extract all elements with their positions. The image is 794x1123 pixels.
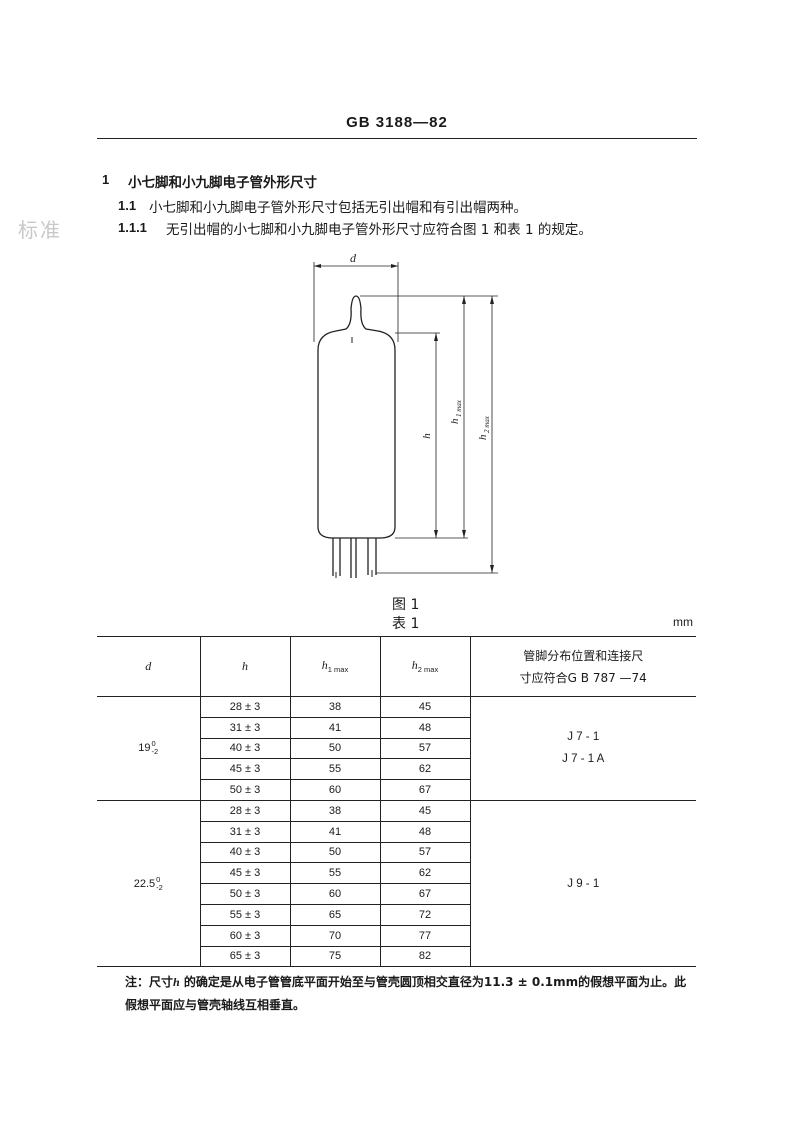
section-number: 1: [102, 172, 110, 187]
h-cell: 40 ± 3: [199, 842, 290, 864]
h-dimension-label: h: [421, 433, 433, 439]
header-h: h: [199, 636, 290, 697]
d-dimension-label: d: [350, 251, 357, 265]
h1max-cell: 50: [289, 738, 380, 760]
h1max-cell: 60: [289, 779, 380, 801]
h-cell: 65 ± 3: [199, 946, 290, 967]
table-row: 40 ± 3 50 57: [97, 842, 696, 864]
table-header-row: d h h1 max h2 max 管脚分布位置和连接尺寸应符合G B 787 …: [97, 636, 696, 697]
h2max-cell: 57: [379, 738, 470, 760]
h2max-cell: 45: [379, 800, 470, 822]
h1max-cell: 41: [289, 717, 380, 739]
note-text: 的确定是从电子管管底平面开始至与管壳圆顶相交直径为11.3 ± 0.1mm的假想…: [125, 975, 687, 1012]
table-row: 45 ± 3 55 62: [97, 758, 696, 781]
h1max-cell: 60: [289, 883, 380, 905]
h1max-cell: 38: [289, 800, 380, 822]
note-prefix: 注：尺寸: [125, 975, 174, 989]
h-cell: 60 ± 3: [199, 925, 290, 947]
h-cell: 50 ± 3: [199, 779, 290, 801]
h-cell: 28 ± 3: [199, 800, 290, 822]
h1max-cell: 75: [289, 946, 380, 967]
table-row: 50 ± 3 60 67: [97, 883, 696, 905]
h1max-cell: 70: [289, 925, 380, 947]
note-symbol: h: [173, 975, 180, 989]
h1max-cell: 38: [289, 696, 380, 718]
header-h2max: h2 max: [379, 636, 470, 697]
paragraph-text: 无引出帽的小七脚和小九脚电子管外形尺寸应符合图 1 和表 1 的规定。: [166, 222, 592, 238]
h2max-cell: 57: [379, 842, 470, 864]
tube-outline-drawing: d h h 1 max h 2 max: [313, 251, 498, 578]
d-cell-group2: 22.50-2: [133, 874, 163, 892]
paragraph-text: 小七脚和小九脚电子管外形尺寸包括无引出帽和有引出帽两种。: [149, 200, 527, 216]
header-d: d: [97, 636, 200, 697]
table-row: 60 ± 3 70 77: [97, 925, 696, 947]
h1max-cell: 50: [289, 842, 380, 864]
h2max-cell: 82: [379, 946, 470, 967]
h1max-cell: 41: [289, 821, 380, 843]
h2max-subscript: 2 max: [483, 415, 491, 433]
h2max-cell: 48: [379, 717, 470, 739]
header-pin-layout: 管脚分布位置和连接尺寸应符合G B 787 —74: [469, 636, 696, 697]
h-cell: 45 ± 3: [199, 862, 290, 885]
paragraph-number: 1.1.1: [118, 220, 147, 235]
table-caption: 表 1: [392, 616, 420, 632]
h-cell: 50 ± 3: [199, 883, 290, 905]
h2max-cell: 67: [379, 883, 470, 905]
h1max-dimension-label: h: [449, 418, 461, 424]
table-row: 22.50-2 28 ± 3 38 45 J 9 - 1: [97, 800, 696, 967]
dimension-table: d h h1 max h2 max 管脚分布位置和连接尺寸应符合G B 787 …: [97, 636, 696, 968]
section-title: 小七脚和小九脚电子管外形尺寸: [128, 175, 317, 191]
paragraph-number: 1.1: [118, 198, 137, 213]
table-row: 45 ± 3 55 62: [97, 862, 696, 885]
table-note: 注：尺寸h 的确定是从电子管管底平面开始至与管壳圆顶相交直径为11.3 ± 0.…: [125, 971, 695, 1017]
pins-cell-group2: J 9 - 1: [469, 800, 696, 967]
table-row: 65 ± 3 75 82: [97, 946, 696, 967]
h2max-cell: 72: [379, 904, 470, 926]
h-cell: 28 ± 3: [199, 696, 290, 718]
h-cell: 40 ± 3: [199, 738, 290, 760]
figure-caption: 图 1: [392, 597, 420, 613]
d-cell-group1: 190-2: [97, 696, 200, 801]
table-row: 31 ± 3 41 48: [97, 821, 696, 843]
h-cell: 55 ± 3: [199, 904, 290, 926]
h1max-subscript: 1 max: [455, 399, 463, 417]
h1max-cell: 55: [289, 862, 380, 885]
standard-code-header: GB 3188—82: [346, 114, 448, 131]
h2max-cell: 77: [379, 925, 470, 947]
h2max-cell: 62: [379, 862, 470, 885]
h1max-cell: 55: [289, 758, 380, 781]
watermark-text: 标准: [18, 218, 62, 242]
header-rule: [97, 138, 697, 139]
h-cell: 31 ± 3: [199, 821, 290, 843]
h-cell: 31 ± 3: [199, 717, 290, 739]
header-h1max: h1 max: [289, 636, 380, 697]
h2max-cell: 45: [379, 696, 470, 718]
h2max-cell: 62: [379, 758, 470, 781]
h2max-dimension-label: h: [477, 434, 489, 440]
table-row: 40 ± 3 50 57: [97, 738, 696, 760]
table-row: 55 ± 3 65 72: [97, 904, 696, 926]
h1max-cell: 65: [289, 904, 380, 926]
table-unit: mm: [673, 615, 693, 629]
h2max-cell: 48: [379, 821, 470, 843]
h2max-cell: 67: [379, 779, 470, 801]
table-row: 31 ± 3 41 48: [97, 717, 696, 739]
h-cell: 45 ± 3: [199, 758, 290, 781]
table-row: 50 ± 3 60 67: [97, 779, 696, 801]
